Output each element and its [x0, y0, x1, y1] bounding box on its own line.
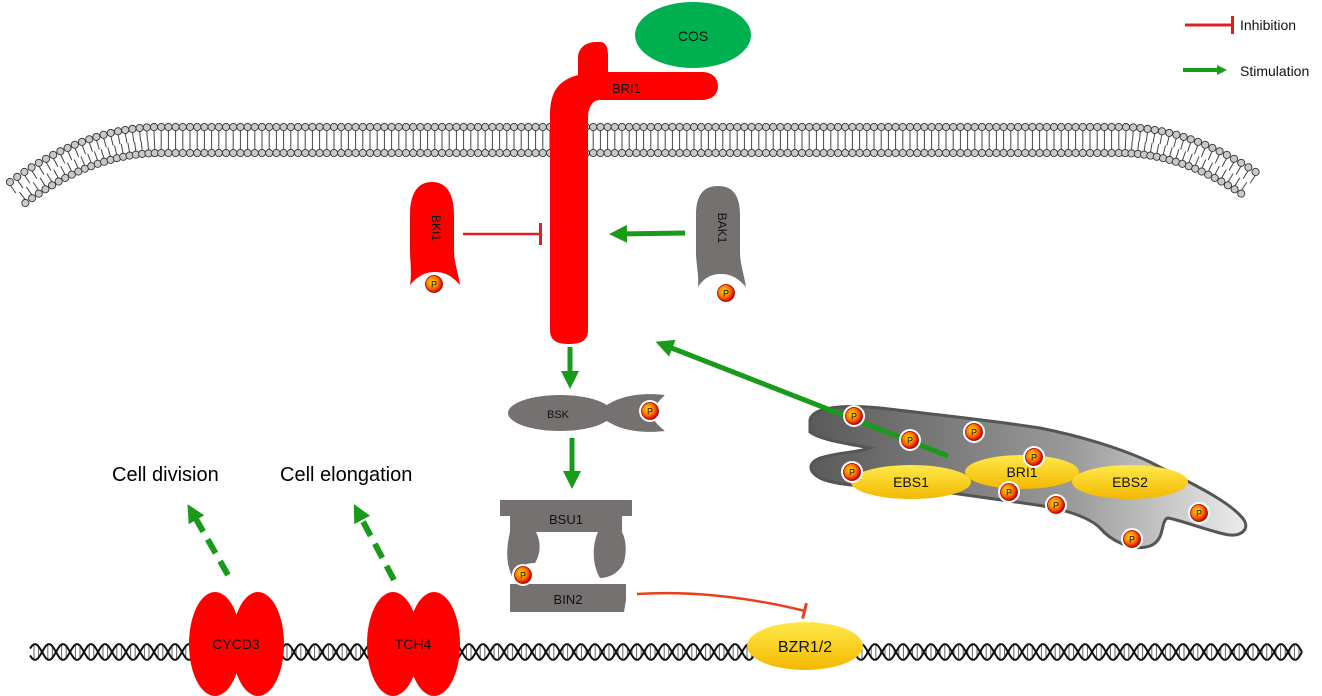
cell-elongation-label: Cell elongation	[280, 464, 412, 486]
bsu1-right-arm-shape	[593, 532, 626, 578]
phosphate-icon: P	[998, 481, 1020, 503]
bak1-protein: BAK1	[696, 186, 746, 287]
tch4-right-lobe	[408, 592, 460, 696]
bsk-shape	[508, 395, 612, 431]
phosphate-label: P	[849, 468, 855, 478]
phosphate-label: P	[1196, 509, 1202, 519]
ebs1-label: EBS1	[893, 474, 929, 490]
phosphate-label: P	[1129, 535, 1135, 545]
phosphate-icon: P	[423, 273, 445, 295]
bzr-label: BZR1/2	[778, 639, 832, 656]
phosphate-icon: P	[639, 400, 661, 422]
bki1-shape	[410, 182, 460, 285]
cycd3-to-cell-division-edge	[187, 504, 231, 577]
cycd3-left-lobe	[189, 592, 241, 696]
bki1-label: BKI1	[429, 215, 443, 241]
bak1-stimulates-bri1-edge	[609, 224, 686, 243]
phosphate-icon: P	[1188, 502, 1210, 524]
bki1-protein: BKI1	[410, 182, 460, 285]
phosphate-label: P	[1053, 501, 1059, 511]
phosphate-groups: P P P P P P P P P P P P P	[423, 273, 1210, 586]
cycd3-protein: CYCD3	[189, 592, 284, 696]
phosphate-label: P	[647, 407, 653, 417]
phosphate-label: P	[520, 571, 526, 581]
ebs2-shape	[1072, 465, 1188, 499]
bri1-er-shape	[965, 455, 1079, 489]
cos-label: COS	[678, 28, 708, 44]
phosphate-icon: P	[1023, 446, 1045, 468]
ebs2-label: EBS2	[1112, 474, 1148, 490]
ebs1-shape	[851, 465, 971, 499]
bin2-inhibits-bzr-edge	[636, 591, 808, 620]
bak1-label: BAK1	[715, 213, 729, 244]
cos-shape	[635, 2, 751, 68]
bsu1-bin2-complex: BSU1 BIN2	[500, 500, 632, 612]
cycd3-label: CYCD3	[212, 636, 260, 652]
cycd3-right-lobe	[232, 592, 284, 696]
bin2-label: BIN2	[554, 592, 583, 607]
bsk-label: BSK	[547, 409, 570, 421]
bri1-receptor: BRI1	[550, 42, 718, 344]
tch4-to-cell-elongation-edge	[353, 504, 397, 582]
bzr-protein: BZR1/2	[747, 622, 863, 670]
phosphate-icon: P	[1121, 528, 1143, 550]
phosphate-label: P	[851, 412, 857, 422]
phosphate-label: P	[723, 289, 729, 299]
bak1-shape	[696, 186, 746, 287]
phosphate-label: P	[971, 428, 977, 438]
tch4-protein: TCH4	[367, 592, 460, 696]
lipid-bilayer-icon	[5, 122, 1260, 208]
phosphate-icon: P	[841, 461, 863, 483]
phosphate-label: P	[1006, 488, 1012, 498]
inhibition-legend-label: Inhibition	[1240, 17, 1296, 33]
phosphate-icon: P	[512, 564, 534, 586]
er-quality-control-complex: EBS1 BRI1 EBS2	[851, 455, 1188, 499]
legend: Inhibition Stimulation	[1183, 16, 1309, 79]
stimulation-legend-label: Stimulation	[1240, 63, 1309, 79]
phosphate-icon: P	[1045, 494, 1067, 516]
cos-ligand: COS	[635, 2, 751, 68]
phosphate-icon: P	[963, 421, 985, 443]
phosphate-icon: P	[899, 429, 921, 451]
inhibition-legend-bar-icon	[1231, 16, 1234, 34]
phosphate-label: P	[907, 436, 913, 446]
bri1-shape	[550, 42, 718, 344]
phosphate-icon: P	[715, 282, 737, 304]
bsu1-label: BSU1	[549, 512, 583, 527]
cell-division-label: Cell division	[112, 464, 219, 486]
bin2-left-arm-shape	[507, 532, 540, 576]
bri1-er-label: BRI1	[1006, 464, 1037, 480]
bsu1-shape	[500, 500, 632, 532]
phosphate-label: P	[431, 280, 437, 290]
tch4-label: TCH4	[395, 636, 432, 652]
bin2-shape	[510, 584, 626, 612]
phosphate-icon: P	[843, 405, 865, 427]
tch4-left-lobe	[367, 592, 419, 696]
bzr-shape	[747, 622, 863, 670]
phosphate-label: P	[1031, 453, 1037, 463]
bri1-label: BRI1	[612, 81, 641, 96]
